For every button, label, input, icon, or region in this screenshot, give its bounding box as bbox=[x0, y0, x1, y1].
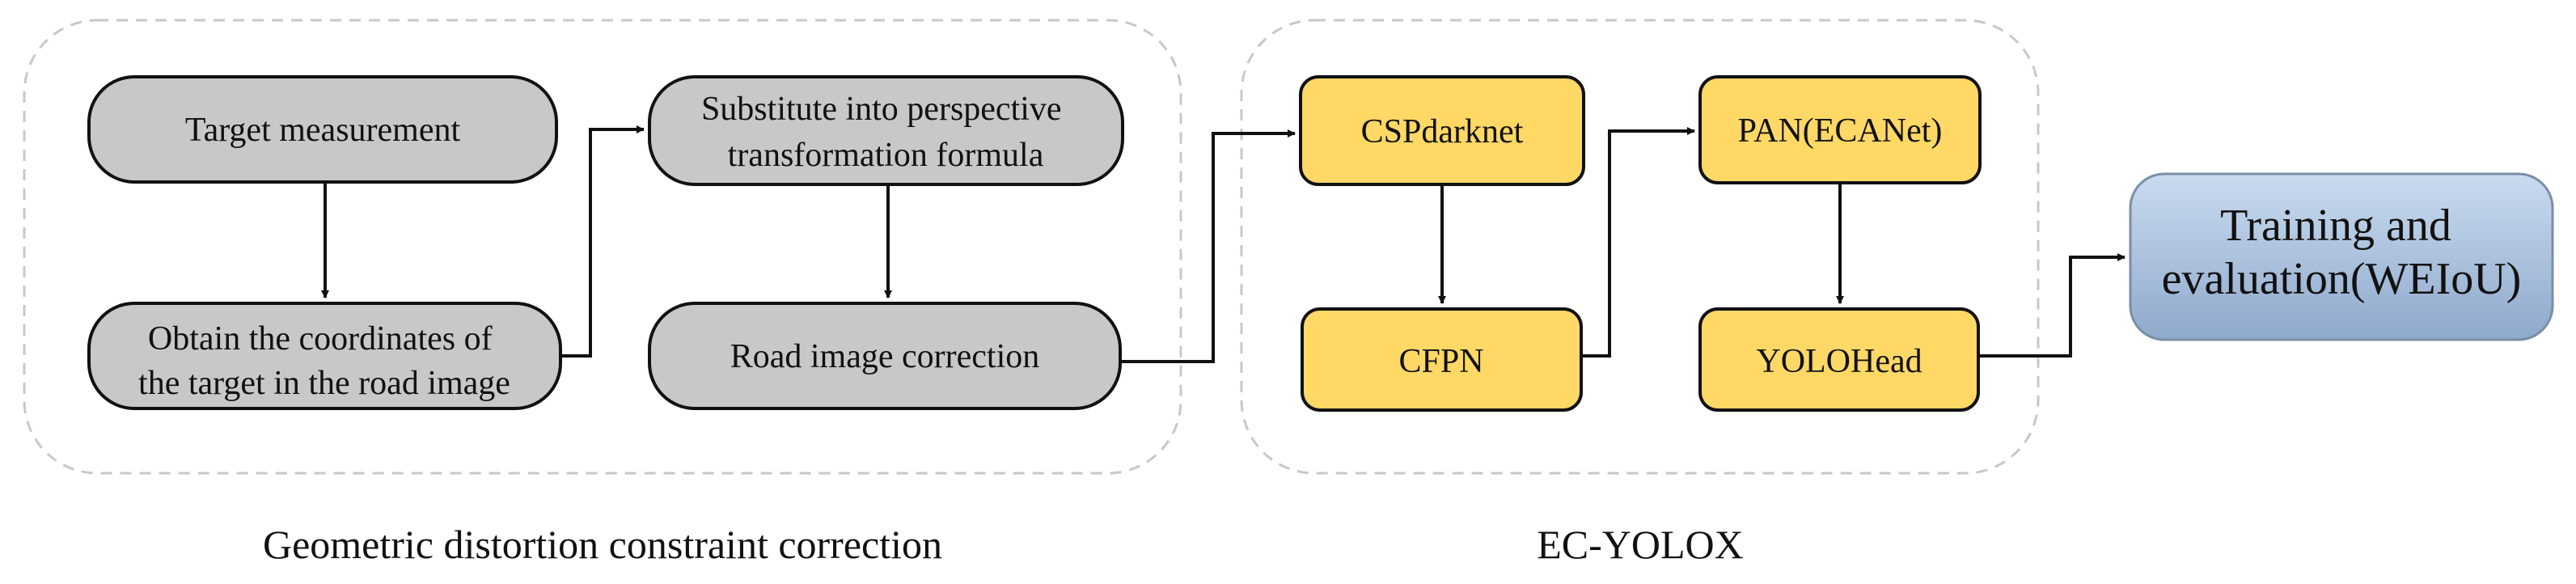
node-cspdarknet-label: CSPdarknet bbox=[1361, 113, 1524, 150]
caption-ec-yolox: EC-YOLOX bbox=[1537, 522, 1744, 567]
group-ec-yolox-container bbox=[1240, 19, 2040, 475]
node-cfpn-label: CFPN bbox=[1398, 343, 1483, 380]
node-cfpn: CFPN bbox=[1301, 307, 1583, 412]
caption-geometric: Geometric distortion constraint correcti… bbox=[263, 522, 942, 567]
node-substitute: Substitute into perspective transformati… bbox=[648, 75, 1124, 186]
arrow-cfpn-to-pan bbox=[1581, 127, 1695, 358]
node-training-evaluation: Training and evaluation(WEIoU) bbox=[2129, 172, 2554, 341]
arrow-yolohead-to-training bbox=[1978, 253, 2126, 358]
node-target-measurement-label: Target measurement bbox=[185, 112, 461, 149]
node-yolohead: YOLOHead bbox=[1698, 307, 1980, 412]
group-geometric-container bbox=[23, 19, 1182, 475]
node-obtain-coordinates: Obtain the coordinates of the target in … bbox=[87, 302, 562, 410]
node-substitute-label: Substitute into perspective transformati… bbox=[701, 91, 1070, 174]
node-cspdarknet: CSPdarknet bbox=[1299, 75, 1585, 186]
node-road-correction-label: Road image correction bbox=[730, 338, 1040, 375]
node-pan: PAN(ECANet) bbox=[1698, 75, 1982, 184]
node-obtain-coordinates-label: Obtain the coordinates of the target in … bbox=[138, 320, 510, 402]
arrow-road-to-cspdarknet bbox=[1120, 129, 1296, 363]
node-target-measurement: Target measurement bbox=[87, 75, 558, 184]
connectors bbox=[321, 125, 2126, 363]
node-yolohead-label: YOLOHead bbox=[1756, 343, 1922, 380]
node-training-evaluation-label: Training and evaluation(WEIoU) bbox=[2162, 201, 2522, 304]
node-road-correction: Road image correction bbox=[648, 302, 1122, 410]
node-pan-label: PAN(ECANet) bbox=[1738, 112, 1943, 150]
arrow-obtain-to-substitute bbox=[560, 125, 645, 358]
